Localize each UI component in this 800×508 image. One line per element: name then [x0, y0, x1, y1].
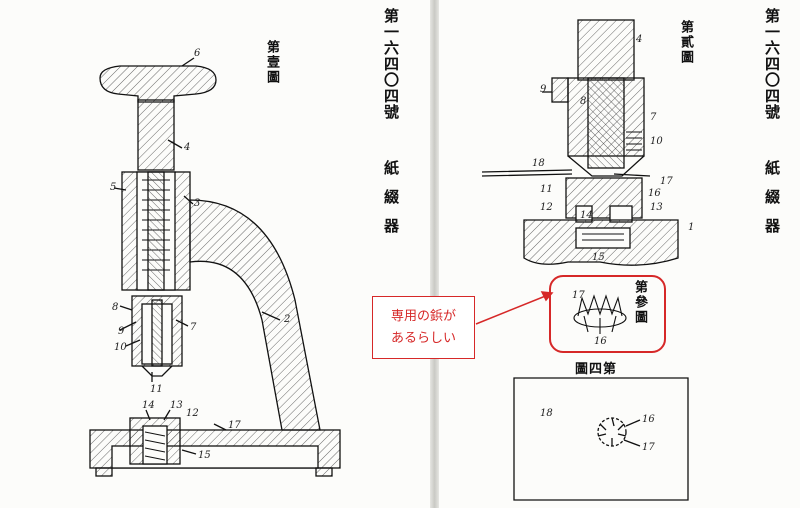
svg-text:18: 18 — [540, 408, 553, 419]
svg-text:7: 7 — [650, 112, 657, 123]
right-title: 紙綴器 — [763, 160, 781, 247]
annotation-arrow — [475, 291, 554, 325]
svg-text:13: 13 — [650, 202, 663, 213]
svg-text:3: 3 — [194, 198, 200, 209]
svg-text:4: 4 — [183, 142, 190, 153]
svg-text:16: 16 — [648, 188, 661, 199]
figure-1-label: 第壹圖 — [264, 40, 279, 85]
svg-text:16: 16 — [594, 336, 607, 347]
book-gutter — [430, 0, 439, 508]
svg-text:4: 4 — [635, 34, 642, 45]
svg-text:9: 9 — [118, 326, 125, 337]
svg-text:17: 17 — [228, 420, 241, 431]
figure-2-label: 第貳圖 — [678, 20, 693, 65]
right-patent-number: 第一六四〇四號 — [763, 8, 781, 120]
svg-text:7: 7 — [190, 322, 197, 333]
svg-text:8: 8 — [112, 302, 118, 313]
svg-text:10: 10 — [650, 136, 663, 147]
svg-text:8: 8 — [580, 96, 586, 107]
svg-text:6: 6 — [194, 48, 201, 59]
svg-text:2: 2 — [283, 314, 290, 325]
svg-text:9: 9 — [540, 84, 547, 95]
svg-text:13: 13 — [170, 400, 183, 411]
svg-text:11: 11 — [540, 184, 553, 195]
svg-text:14: 14 — [580, 210, 593, 221]
figure-4-drawing — [513, 377, 689, 501]
figure-3-label: 第參圖 — [632, 280, 647, 325]
figure-1-drawing — [89, 57, 341, 477]
svg-text:1: 1 — [688, 222, 694, 233]
figure-4-part-numbers: 18 16 17 — [540, 408, 655, 453]
svg-text:12: 12 — [540, 202, 553, 213]
svg-text:12: 12 — [186, 408, 199, 419]
left-patent-number: 第一六四〇四號 — [382, 8, 400, 120]
svg-text:15: 15 — [198, 450, 211, 461]
figure-1-part-numbers: 6 4 3 5 2 8 9 7 10 11 14 13 12 17 15 — [110, 48, 290, 461]
annotation-line-2: あるらしい — [390, 331, 456, 346]
left-title: 紙綴器 — [382, 160, 400, 247]
svg-text:15: 15 — [592, 252, 605, 263]
figure-4-label: 圖四第 — [575, 362, 618, 377]
svg-text:17: 17 — [642, 442, 655, 453]
svg-text:18: 18 — [532, 158, 545, 169]
svg-text:10: 10 — [114, 342, 127, 353]
svg-text:14: 14 — [142, 400, 155, 411]
annotation-callout: 専用の鋲が あるらしい — [372, 296, 475, 359]
figure-2-part-numbers: 4 9 8 7 10 18 17 11 16 12 13 14 1 15 — [532, 34, 694, 263]
figure-3-part-numbers: 17 16 — [572, 290, 607, 347]
figure-2-drawing — [481, 19, 679, 266]
svg-text:17: 17 — [572, 290, 585, 301]
figure-3-drawing — [573, 294, 627, 334]
svg-text:5: 5 — [110, 182, 116, 193]
annotation-line-1: 専用の鋲が — [390, 309, 456, 324]
svg-text:17: 17 — [660, 176, 673, 187]
svg-text:11: 11 — [150, 384, 163, 395]
staple-highlight-box — [549, 275, 666, 353]
svg-text:16: 16 — [642, 414, 655, 425]
